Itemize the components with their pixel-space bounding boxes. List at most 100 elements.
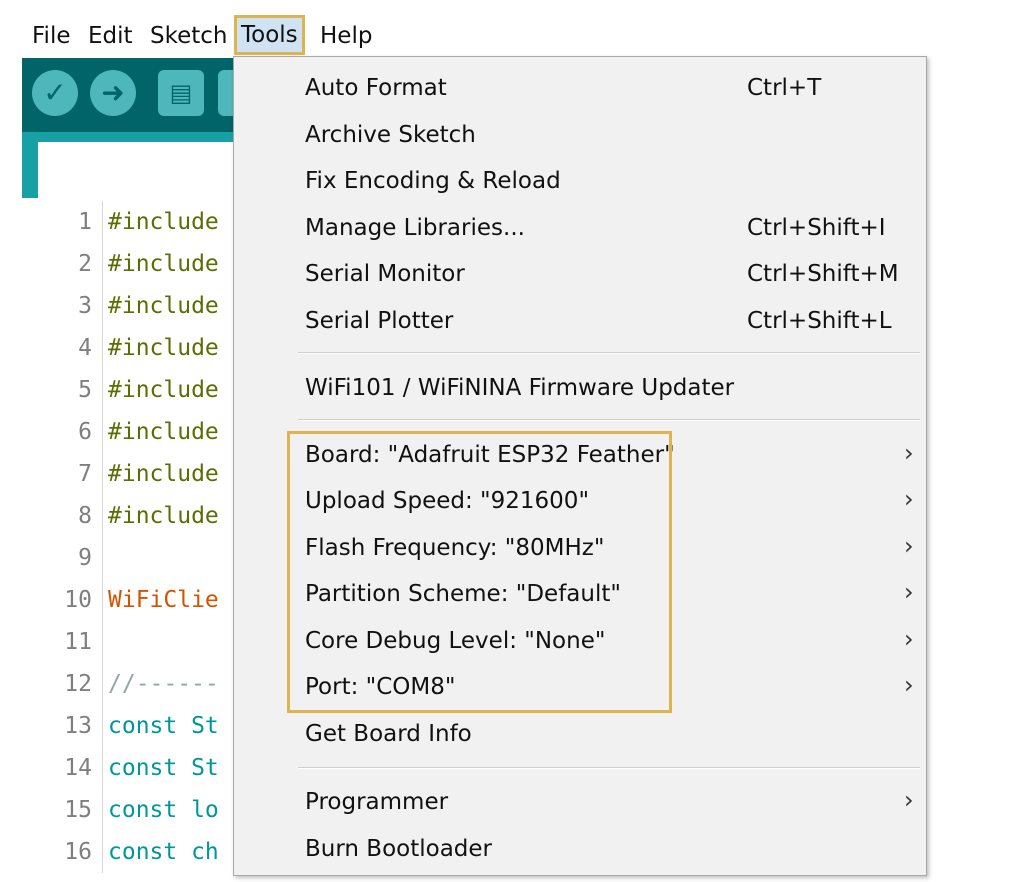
new-icon[interactable]: ▤ [158, 70, 204, 116]
menu-item-programmer[interactable]: Programmer › [234, 779, 926, 825]
menu-item-label: Archive Sketch [305, 122, 476, 148]
tab-strip [22, 132, 234, 198]
code-text: const ch [108, 839, 219, 865]
menu-item-label: WiFi101 / WiFiNINA Firmware Updater [305, 375, 735, 401]
line-number: 11 [64, 629, 92, 655]
gutter-divider [102, 369, 103, 411]
chevron-right-icon: › [904, 439, 914, 467]
menu-item-label: Serial Monitor [305, 261, 465, 287]
code-line: 1#include [22, 201, 234, 243]
chevron-right-icon: › [904, 786, 914, 814]
code-line: 3 #include [22, 285, 234, 327]
code-text: #include [108, 461, 219, 487]
menu-item-get-board-info[interactable]: Get Board Info [234, 711, 926, 757]
gutter-divider [102, 453, 103, 495]
menu-item-label: Core Debug Level: "None" [305, 628, 606, 654]
chevron-right-icon: › [904, 625, 914, 653]
line-number: 10 [64, 587, 92, 613]
gutter-divider [102, 201, 103, 243]
menu-item-upload-speed[interactable]: Upload Speed: "921600"› [234, 478, 926, 524]
menu-item-manage-libraries[interactable]: Manage Libraries...Ctrl+Shift+I [234, 205, 926, 251]
menu-sketch[interactable]: Sketch [150, 23, 228, 49]
open-icon[interactable] [218, 70, 234, 116]
menu-item-shortcut: Ctrl+Shift+L [747, 308, 892, 334]
verify-icon[interactable]: ✓ [32, 70, 78, 116]
menu-item-port[interactable]: Port: "COM8" › [234, 664, 926, 710]
line-number: 12 [64, 671, 92, 697]
gutter-divider [102, 411, 103, 453]
gutter-divider [102, 705, 103, 747]
gutter-divider [102, 243, 103, 285]
toolbar: ✓ ➜ ▤ [22, 58, 234, 132]
menu-item-label: Get Board Info [305, 721, 472, 747]
menu-item-board[interactable]: Board: "Adafruit ESP32 Feather" › [234, 432, 926, 478]
chevron-right-icon: › [904, 532, 914, 560]
line-number: 8 [78, 503, 92, 529]
menu-separator [298, 419, 920, 421]
code-line: 11 [22, 621, 234, 663]
menu-file[interactable]: File [32, 23, 71, 49]
chevron-right-icon: › [904, 485, 914, 513]
code-line: 15 const lo [22, 789, 234, 831]
gutter-divider [102, 831, 103, 873]
chevron-right-icon: › [904, 578, 914, 606]
code-line: 4#include [22, 327, 234, 369]
gutter-divider [102, 663, 103, 705]
line-number: 16 [64, 839, 92, 865]
menu-item-label: Burn Bootloader [305, 836, 492, 862]
sketch-tab[interactable] [38, 142, 234, 198]
code-line: 8 #include [22, 495, 234, 537]
gutter-divider [102, 327, 103, 369]
gutter-divider [102, 285, 103, 327]
menu-help[interactable]: Help [320, 23, 373, 49]
menu-item-fix-encoding-reload[interactable]: Fix Encoding & Reload [234, 158, 926, 204]
menu-tools[interactable]: Tools [234, 15, 305, 55]
code-text: #include [108, 293, 219, 319]
menu-item-label: Manage Libraries... [305, 215, 525, 241]
code-text: #include [108, 377, 219, 403]
menu-item-core-debug-level[interactable]: Core Debug Level: "None" › [234, 618, 926, 664]
chevron-right-icon: › [904, 671, 914, 699]
line-number: 4 [78, 335, 92, 361]
code-line: 6#include [22, 411, 234, 453]
menu-item-shortcut: Ctrl+T [747, 75, 822, 101]
line-number: 15 [64, 797, 92, 823]
menu-item-flash-frequency[interactable]: Flash Frequency: "80MHz"› [234, 525, 926, 571]
code-text: //------ [108, 671, 219, 697]
code-line: 2#include [22, 243, 234, 285]
line-number: 9 [78, 545, 92, 571]
code-line: 12 //------ [22, 663, 234, 705]
menu-item-label: Programmer [305, 789, 449, 815]
line-number: 3 [78, 293, 92, 319]
menu-item-label: Board: "Adafruit ESP32 Feather" [305, 442, 675, 468]
code-text: const lo [108, 797, 219, 823]
code-text: WiFiClie [108, 587, 219, 613]
code-text: #include [108, 503, 219, 529]
line-number: 5 [78, 377, 92, 403]
code-line: 7#include [22, 453, 234, 495]
menu-separator [298, 767, 920, 769]
upload-icon[interactable]: ➜ [90, 70, 136, 116]
gutter-divider [102, 747, 103, 789]
menu-item-label: Port: "COM8" [305, 674, 456, 700]
menu-item-archive-sketch[interactable]: Archive Sketch [234, 112, 926, 158]
code-text: #include [108, 251, 219, 277]
line-number: 1 [78, 209, 92, 235]
code-line: 16 const ch [22, 831, 234, 873]
menu-item-wifi-firmware-updater[interactable]: WiFi101 / WiFiNINA Firmware Updater [234, 365, 926, 411]
code-line: 10 WiFiClie [22, 579, 234, 621]
menu-item-partition-scheme[interactable]: Partition Scheme: "Default"› [234, 571, 926, 617]
menu-edit[interactable]: Edit [88, 23, 133, 49]
gutter-divider [102, 579, 103, 621]
gutter-divider [102, 621, 103, 663]
line-number: 14 [64, 755, 92, 781]
menu-item-burn-bootloader[interactable]: Burn Bootloader [234, 826, 926, 872]
